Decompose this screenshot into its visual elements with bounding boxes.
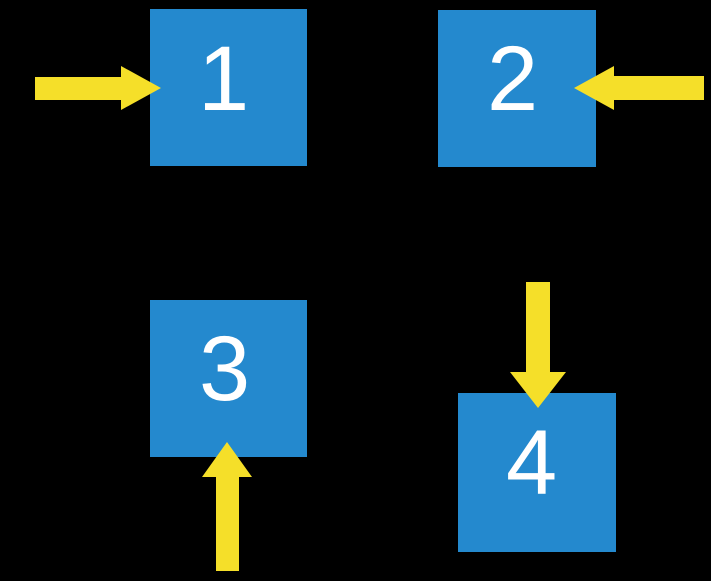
box-2-label: 2 [487,28,539,130]
box-1[interactable] [150,9,307,166]
box-3[interactable] [150,300,307,457]
box-2[interactable] [438,10,596,167]
arrow-into-box-1-icon [35,66,161,110]
box-4[interactable] [458,393,616,552]
box-3-label: 3 [199,318,251,420]
arrow-into-box-4-icon [510,282,566,408]
arrow-into-box-3-icon [202,442,252,571]
box-4-label: 4 [506,412,558,514]
box-1-label: 1 [198,28,250,130]
